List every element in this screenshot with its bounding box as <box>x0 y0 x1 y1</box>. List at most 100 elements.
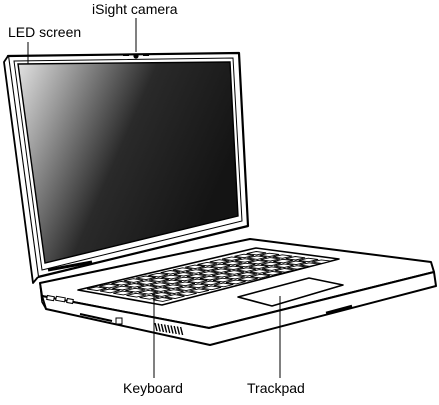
keyboard-key <box>152 297 173 302</box>
keyboard-key <box>99 283 119 289</box>
led-screen <box>17 61 239 264</box>
trackpad-button <box>271 284 344 307</box>
keyboard-key <box>172 267 193 272</box>
keyboard-key <box>247 255 267 260</box>
keyboard-key <box>163 284 183 289</box>
keyboard-key <box>136 275 156 281</box>
keyboard-key <box>259 252 280 258</box>
keyboard-key <box>237 272 258 277</box>
keyboard-key <box>197 261 218 267</box>
keyboard-key <box>285 256 306 261</box>
vent-slot <box>157 323 161 332</box>
keyboard-key <box>112 285 133 291</box>
port-3 <box>66 297 74 305</box>
keyboard-key <box>149 277 169 283</box>
port-1 <box>46 294 55 302</box>
keyboard-key <box>225 279 246 285</box>
keyboard-key <box>250 273 271 279</box>
keyboard-key <box>148 272 169 278</box>
side-vents <box>154 322 184 336</box>
keyboard-key <box>185 264 205 270</box>
keyboard-key <box>286 260 306 266</box>
keyboard-key <box>260 257 280 262</box>
keyboard-key <box>213 282 234 288</box>
port-2 <box>55 295 66 303</box>
keyboard-key <box>113 290 133 296</box>
keyboard-key <box>221 256 242 261</box>
keyboard-key <box>287 265 307 270</box>
keyboard-key <box>176 286 196 292</box>
vent-slot <box>170 325 174 334</box>
keyboard-key <box>160 270 181 275</box>
front-slot-right <box>325 304 353 315</box>
vent-slot <box>176 326 181 335</box>
keyboard-key <box>238 276 258 282</box>
keyboard <box>86 251 332 302</box>
keyboard-key <box>222 260 243 266</box>
keyboard-key <box>162 279 182 285</box>
keyboard-key <box>137 285 158 290</box>
keyboard-key <box>273 258 293 264</box>
keyboard-key <box>111 280 132 286</box>
keyboard-key <box>163 289 184 294</box>
lid-edge <box>3 55 39 284</box>
keyboard-key <box>185 269 206 274</box>
keyboard-key <box>186 273 207 279</box>
keyboard-key <box>187 278 208 284</box>
base-left-side <box>39 282 47 310</box>
keyboard-key <box>151 292 172 297</box>
keyboard-key <box>225 274 245 280</box>
vent-slot <box>154 322 158 332</box>
keyboard-key <box>149 282 170 287</box>
keyboard-key <box>189 288 210 294</box>
keyboard-key <box>86 286 107 292</box>
keyboard-key <box>299 262 320 267</box>
keyboard-key <box>177 291 197 297</box>
callout-keyboard: Keyboard <box>123 380 183 396</box>
keyboard-key <box>212 273 232 278</box>
camera-indicator-left <box>123 53 129 56</box>
keyboard-key <box>311 259 332 264</box>
keyboard-key <box>200 280 221 286</box>
keyboard-key <box>125 287 146 293</box>
keyboard-key <box>123 278 144 283</box>
vent-slot <box>160 323 165 333</box>
keyboard-key <box>173 272 194 277</box>
callout-isight-camera: iSight camera <box>92 1 178 17</box>
keyboard-key <box>161 274 182 280</box>
keyboard-key <box>164 294 185 299</box>
callout-trackpad: Trackpad <box>247 380 305 396</box>
bezel <box>13 57 243 271</box>
keyboard-key <box>272 254 293 259</box>
keyboard-key <box>235 258 255 263</box>
keyboard-key <box>274 268 295 273</box>
keyboard-key <box>209 259 230 264</box>
keyboard-key <box>223 265 244 271</box>
camera-indicator-right <box>143 53 149 56</box>
keyboard-key <box>198 266 218 271</box>
keyboard-key <box>210 263 231 269</box>
keyboard-key <box>174 276 195 282</box>
keyboard-key <box>136 280 157 285</box>
vent-slot <box>179 326 184 336</box>
keyboard-key <box>249 269 270 274</box>
keyboard-key <box>235 262 256 268</box>
keyboard-key <box>248 264 269 270</box>
optical-slot <box>79 313 113 322</box>
keyboard-key <box>246 251 267 256</box>
keyboard-key <box>261 261 281 267</box>
keyboard-key <box>198 271 219 276</box>
keyboard-key <box>124 283 145 288</box>
keyboard-key <box>234 253 254 259</box>
keyboard-key <box>175 281 196 287</box>
keyboard-key <box>150 287 171 292</box>
keyboard-key <box>188 283 209 289</box>
callout-led-screen: LED screen <box>8 24 82 40</box>
keyboard-key <box>274 263 294 268</box>
hinge-grill <box>47 260 93 272</box>
keyboard-key <box>298 257 319 263</box>
isight-camera-lens <box>133 53 139 59</box>
side-ports <box>46 294 74 305</box>
vent-slot <box>173 325 177 335</box>
